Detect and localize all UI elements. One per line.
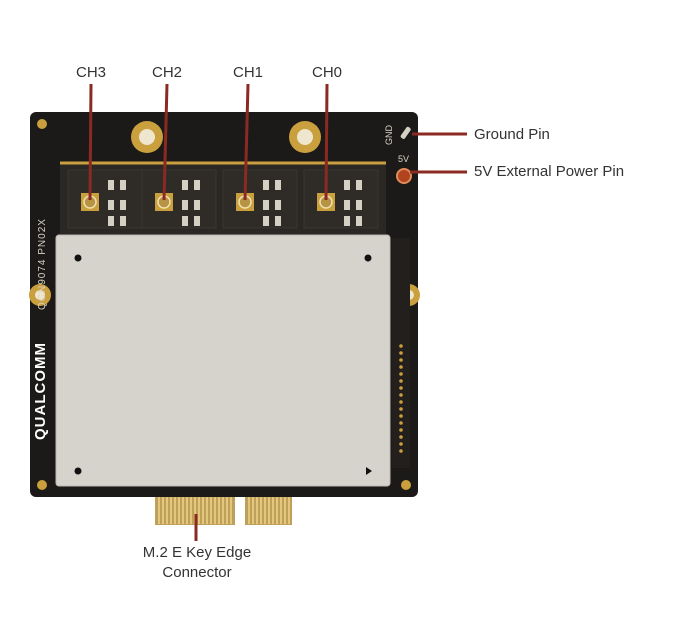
brand-logo-text: QUALCOMM [32,342,49,440]
ground-pin [400,126,411,139]
corner-pad-br [401,480,411,490]
gnd-silkscreen: GND [384,125,394,146]
leader-line-ch2 [162,83,169,201]
rf-module-ch1 [222,169,298,229]
shield-dot-bl [74,467,82,475]
v5-silkscreen: 5V [398,154,409,164]
rf-module-ch3 [67,169,143,229]
connector-label-line2: Connector [162,564,232,581]
ch2-label: CH2 [151,64,182,81]
ch1-label: CH1 [232,64,263,81]
ch0-label: CH0 [311,64,342,81]
shield-can [55,234,391,487]
shield-dot-tl [74,254,82,262]
power-pin [396,168,412,184]
connector-label: M.2 E Key Edge Connector [117,543,277,583]
leader-line-ch0 [324,83,329,201]
rf-module-ch2 [141,169,217,229]
corner-pad-tl [37,119,47,129]
shield-dot-tr [364,254,372,262]
ch3-label: CH3 [75,64,106,81]
rf-module-ch0 [303,169,379,229]
leader-line-ch1 [243,83,250,201]
corner-pad-bl [37,480,47,490]
ground-pin-label: Ground Pin [474,126,550,143]
connector-label-line1: M.2 E Key Edge [142,544,252,561]
shield-marker-br [366,467,372,475]
part-number-silkscreen: QCN9074 PN02X [37,218,48,310]
power-pin-label: 5V External Power Pin [474,163,625,180]
leader-line-ch3 [88,83,93,201]
